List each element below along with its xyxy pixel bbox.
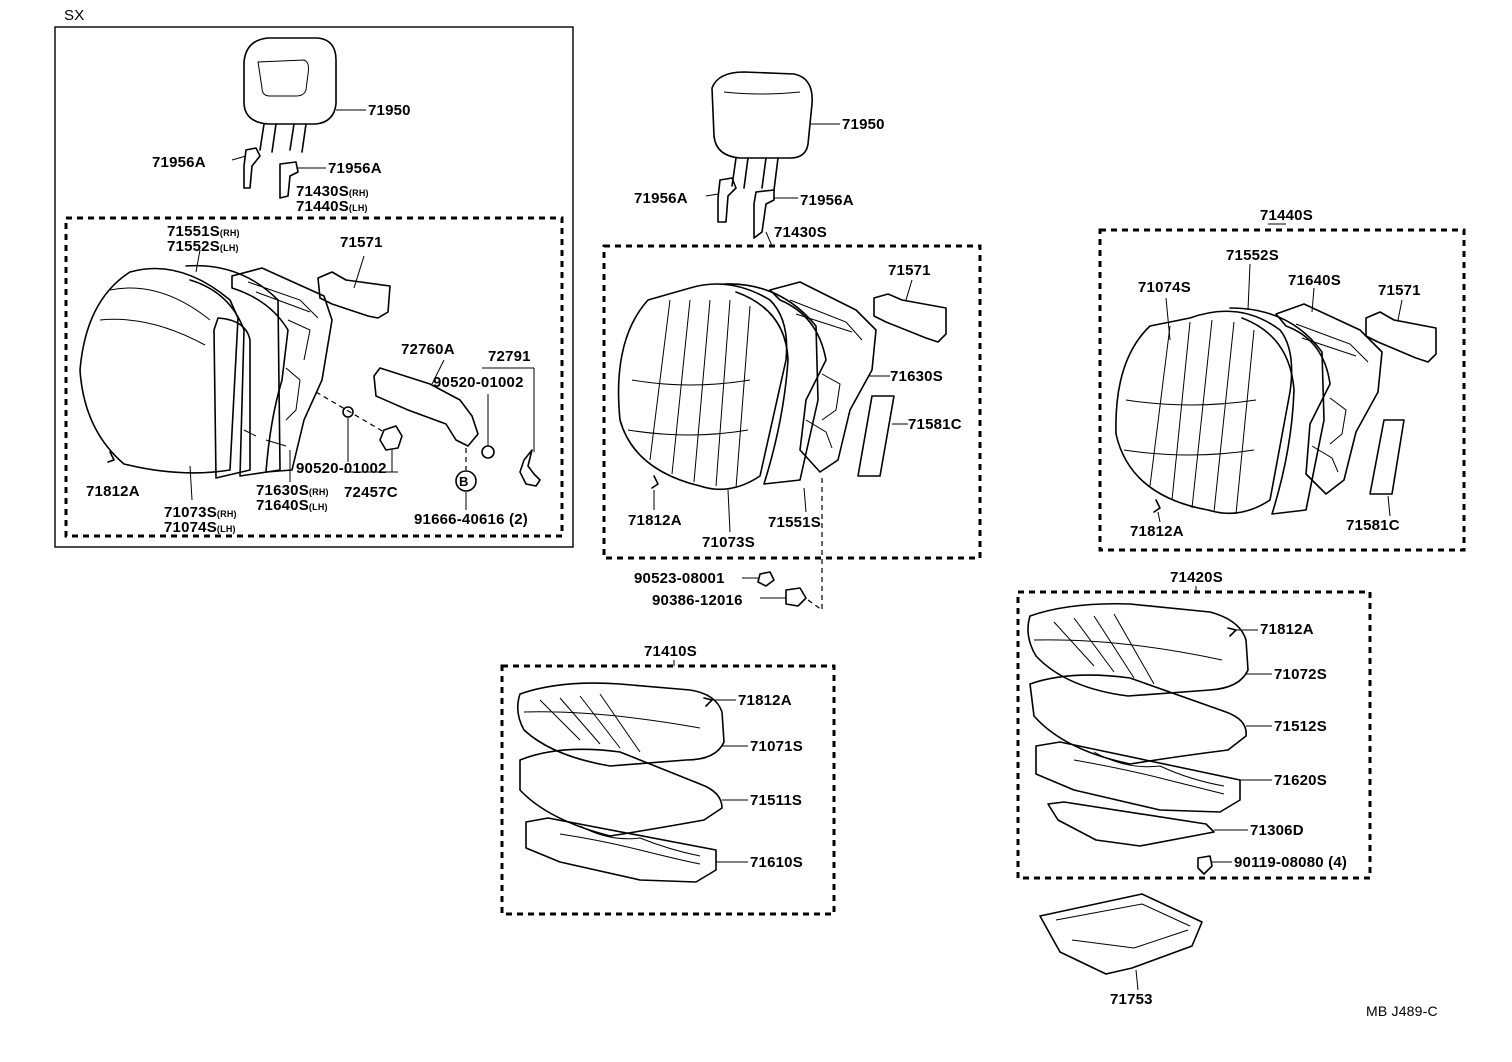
center-headrest-drawing <box>711 71 813 191</box>
label-right-cushion-pad: 71512S <box>1274 718 1327 735</box>
label-sx-support-left: 71956A <box>152 154 206 171</box>
label-right-label-plate: 71571 <box>1378 282 1421 299</box>
label-right-cushion-hog-ring: 71812A <box>1260 621 1314 638</box>
label-sx-frame-lh: 71440S(LH) <box>296 198 368 215</box>
label-sx-cover-lh: 71074S(LH) <box>164 519 236 536</box>
sx-seatback-dashed-box <box>64 216 564 538</box>
label-sx-label-plate: 71571 <box>340 234 383 251</box>
label-right-cushion-cover: 71072S <box>1274 666 1327 683</box>
label-center-cushion-cover: 71071S <box>750 738 803 755</box>
label-sx-clip-upper: 90520-01002 <box>433 374 524 391</box>
label-right-cover: 71074S <box>1138 279 1191 296</box>
center-side-pad-drawing <box>857 395 895 477</box>
label-center-nut: 90523-08001 <box>634 570 725 587</box>
sx-spring-drawing <box>519 449 541 487</box>
center-seatback-drawing <box>617 281 877 491</box>
label-sx-hog-ring: 71812A <box>86 483 140 500</box>
label-sx-pad-rh: 71551S(RH) <box>167 223 240 240</box>
sx-tag: SX <box>64 7 85 24</box>
label-center-cover: 71073S <box>702 534 755 551</box>
label-center-frame: 71630S <box>890 368 943 385</box>
reference-code: MB J489-C <box>1366 1003 1438 1019</box>
sx-label-plate-drawing <box>317 271 391 319</box>
label-center-cushion-assembly: 71410S <box>644 643 697 660</box>
label-center-pad: 71551S <box>768 514 821 531</box>
right-side-pad-drawing <box>1369 419 1405 495</box>
label-sx-spring: 72791 <box>488 348 531 365</box>
sx-headrest-supports-drawing <box>243 147 299 199</box>
label-right-cushion-bracket: 71306D <box>1250 822 1304 839</box>
label-center-cushion-hog-ring: 71812A <box>738 692 792 709</box>
center-cushion-dashed-box <box>500 664 836 916</box>
label-center-bolt: 90386-12016 <box>652 592 743 609</box>
center-nut-drawing <box>757 571 775 587</box>
label-sx-frame-rh: 71430S(RH) <box>296 183 369 200</box>
label-center-assembly: 71430S <box>774 224 827 241</box>
label-right-pad: 71552S <box>1226 247 1279 264</box>
right-seatback-dashed-box <box>1098 228 1466 552</box>
label-sx-hinge: 72760A <box>401 341 455 358</box>
label-right-frame: 71640S <box>1288 272 1341 289</box>
right-seatback-drawing <box>1115 303 1383 515</box>
right-cushion-drawing <box>1027 602 1249 847</box>
label-center-support-right: 71956A <box>800 192 854 209</box>
label-sx-frame2-rh: 71630S(RH) <box>256 482 329 499</box>
tray-drawing <box>1039 893 1203 975</box>
label-sx-b-symbol: B <box>459 474 469 489</box>
label-sx-bolt: 91666-40616 (2) <box>414 511 528 528</box>
label-right-cushion-assembly: 71420S <box>1170 569 1223 586</box>
sx-b-symbol <box>455 470 477 492</box>
right-cushion-bolt-drawing <box>1197 855 1213 875</box>
label-sx-clip-lower: 90520-01002 <box>296 460 387 477</box>
label-right-hog-ring: 71812A <box>1130 523 1184 540</box>
label-sx-knob: 72457C <box>344 484 398 501</box>
sx-headrest-drawing <box>243 37 337 153</box>
sx-seatback-drawing <box>79 264 333 479</box>
label-center-support-left: 71956A <box>634 190 688 207</box>
center-cushion-drawing <box>516 682 725 883</box>
label-sx-pad-lh: 71552S(LH) <box>167 238 239 255</box>
label-sx-support-right: 71956A <box>328 160 382 177</box>
sx-hinge-drawing <box>373 367 479 447</box>
sx-clip-drawing <box>342 406 354 418</box>
label-right-cushion-bolt: 90119-08080 (4) <box>1234 854 1348 871</box>
right-label-plate-drawing <box>1365 311 1437 363</box>
label-center-headrest: 71950 <box>842 116 885 133</box>
center-seatback-dashed-box <box>602 244 982 560</box>
center-label-plate-drawing <box>873 293 947 343</box>
label-center-cushion-frame: 71610S <box>750 854 803 871</box>
label-sx-cover-rh: 71073S(RH) <box>164 504 237 521</box>
label-center-label-plate: 71571 <box>888 262 931 279</box>
label-right-side-pad: 71581C <box>1346 517 1400 534</box>
label-right-cushion-frame: 71620S <box>1274 772 1327 789</box>
label-center-side-pad: 71581C <box>908 416 962 433</box>
label-right-assembly: 71440S <box>1260 207 1313 224</box>
label-tray: 71753 <box>1110 991 1153 1008</box>
label-center-cushion-pad: 71511S <box>750 792 803 809</box>
label-sx-frame2-lh: 71640S(LH) <box>256 497 328 514</box>
right-cushion-dashed-box <box>1016 590 1372 880</box>
sx-panel-border <box>54 26 574 548</box>
label-center-hog-ring: 71812A <box>628 512 682 529</box>
center-bolt-drawing <box>785 587 807 607</box>
sx-knob-drawing <box>379 425 403 451</box>
label-sx-headrest: 71950 <box>368 102 411 119</box>
